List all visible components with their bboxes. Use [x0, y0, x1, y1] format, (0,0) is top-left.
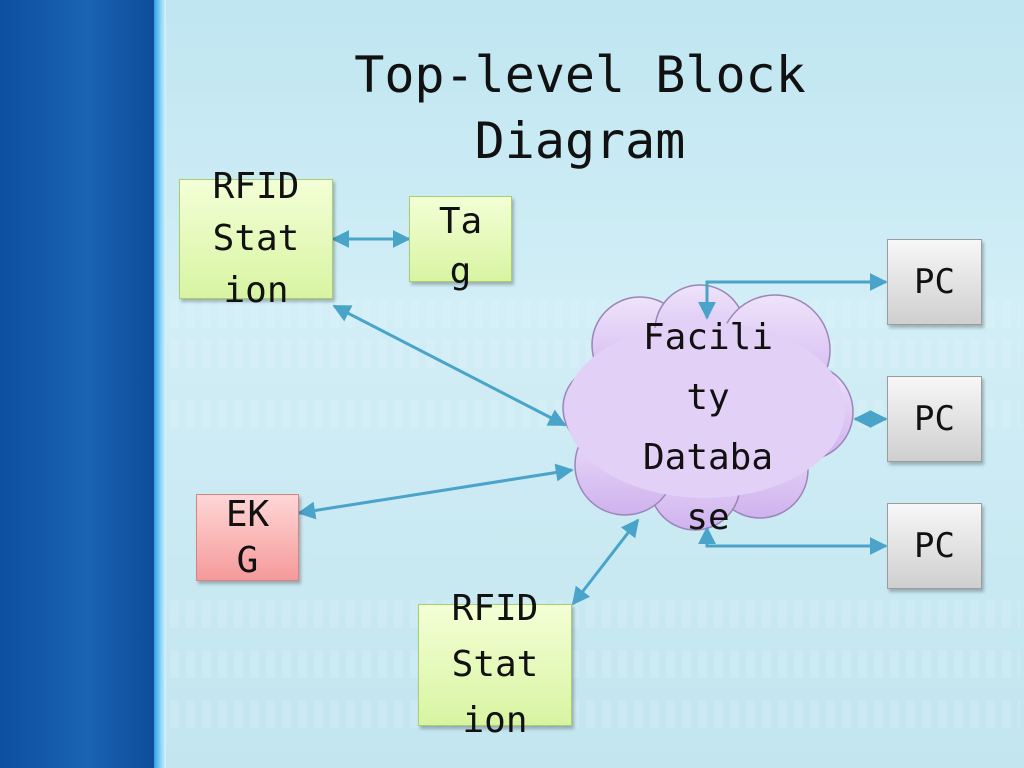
ekg-node: EK G — [196, 494, 299, 581]
pc-node-2: PC — [887, 376, 982, 462]
title-line: Diagram — [474, 112, 686, 170]
edge-rfid-top-database — [332, 304, 567, 427]
edge-database-pc1 — [698, 273, 888, 320]
facility-database-cloud-core — [565, 322, 845, 498]
title-line: Top-level Block — [354, 46, 806, 104]
sidebar-band — [0, 0, 158, 768]
tag-node: Ta g — [409, 196, 512, 292]
background-pattern — [170, 700, 1020, 728]
background-pattern — [170, 650, 1020, 678]
facility-database-label: Facili ty Databa se — [642, 317, 774, 538]
sidebar-stripe — [154, 0, 166, 768]
edge-ekg-database — [297, 463, 574, 520]
pc-node-3: PC — [887, 503, 982, 589]
rfid-station-bottom-node: RFID Stat ion — [418, 588, 572, 741]
slide-title: Top-level Block Diagram — [260, 42, 900, 174]
edge-rfid-bottom-database — [571, 518, 640, 606]
rfid-station-top-node: RFID Stat ion — [179, 166, 333, 311]
edge-database-pc3 — [698, 526, 888, 555]
pc-node-1: PC — [887, 239, 982, 325]
